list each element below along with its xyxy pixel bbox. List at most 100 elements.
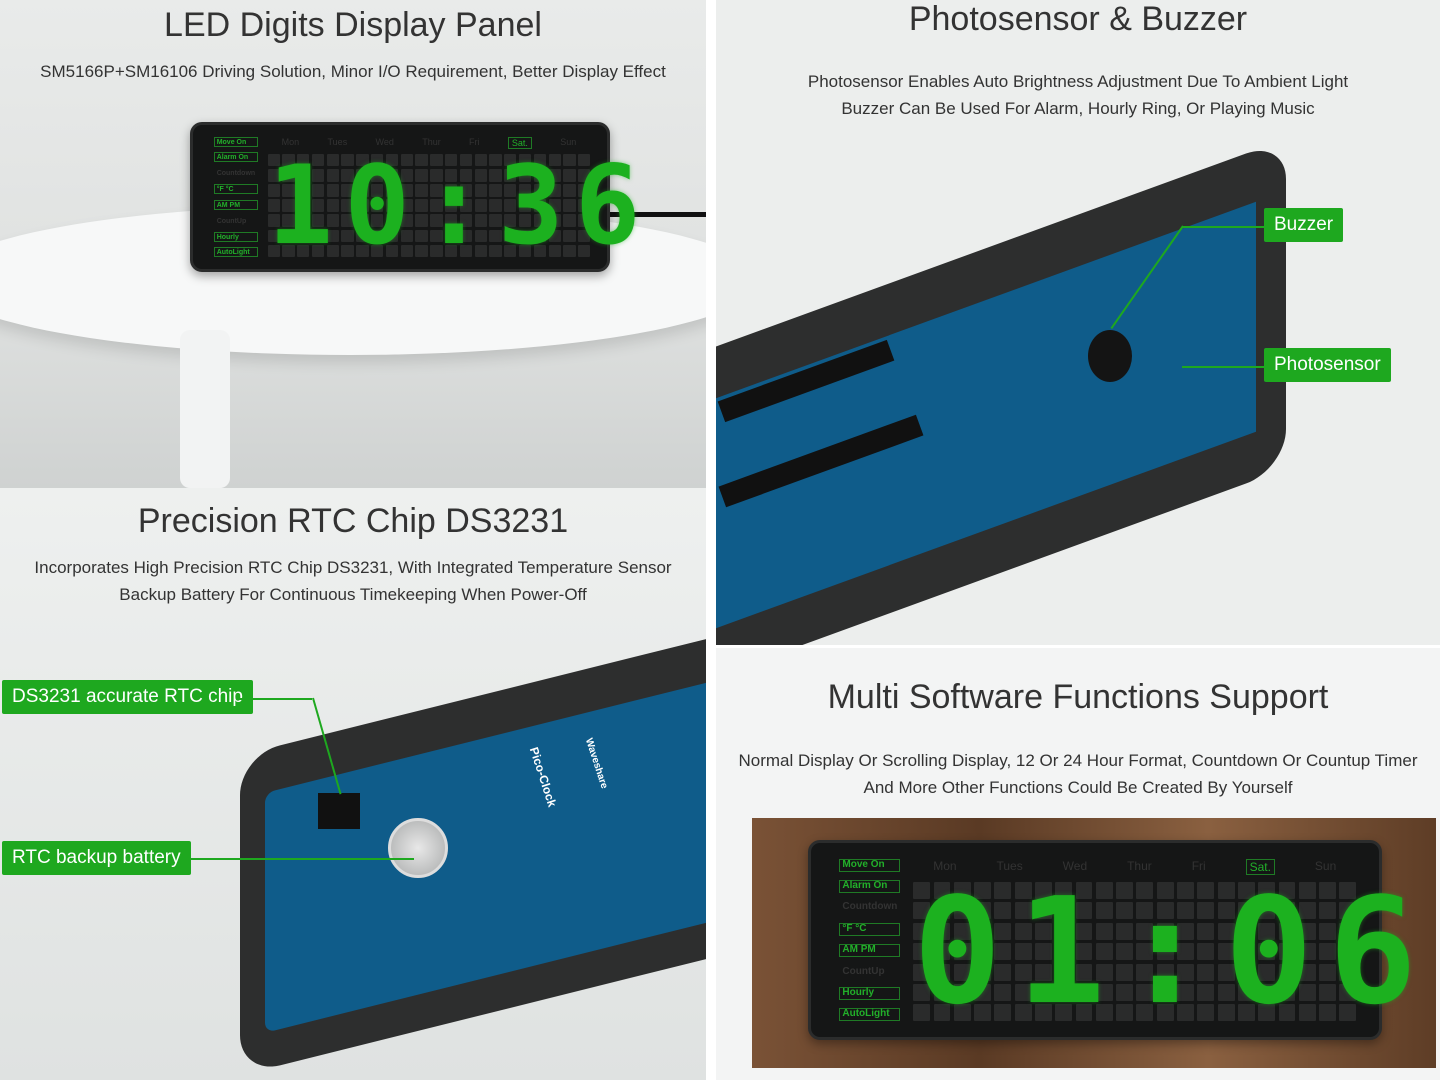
led-dot <box>326 153 339 167</box>
led-dot <box>489 214 502 228</box>
led-dot <box>1116 983 1134 1002</box>
led-dot <box>282 168 295 182</box>
led-dot <box>415 244 428 258</box>
led-dot <box>1034 922 1052 940</box>
led-dot <box>518 153 532 167</box>
led-dot <box>1258 1004 1276 1022</box>
led-dot <box>267 184 280 197</box>
led-dot <box>341 214 354 228</box>
led-dot <box>459 229 473 243</box>
led-dot <box>400 199 413 212</box>
callout-photosensor: Photosensor <box>1264 348 1391 382</box>
led-dot <box>311 244 325 258</box>
status-label: Move On <box>213 136 259 147</box>
led-dot <box>1075 963 1093 981</box>
led-dot <box>563 168 576 182</box>
led-dot <box>1217 983 1235 1002</box>
panel-title: Photosensor & Buzzer <box>908 0 1248 38</box>
led-dot <box>474 244 487 258</box>
led-dot <box>1237 902 1255 920</box>
led-dot <box>1319 881 1336 899</box>
led-dot <box>1197 943 1215 961</box>
led-dot <box>1095 943 1113 961</box>
led-dot <box>326 199 339 212</box>
led-dot <box>341 229 354 243</box>
status-label: CountUp <box>216 217 247 225</box>
led-dot <box>974 963 991 981</box>
led-dot <box>311 153 325 167</box>
led-dot <box>1177 943 1194 961</box>
software-panel: Multi Software Functions Support Normal … <box>716 648 1440 1080</box>
led-dot <box>1034 963 1052 981</box>
led-dot <box>400 153 413 167</box>
led-dot <box>1177 963 1194 981</box>
led-dot <box>444 214 458 228</box>
led-dot <box>1075 983 1093 1002</box>
led-dot <box>933 881 951 899</box>
led-dot <box>1319 983 1336 1002</box>
rtc-chip <box>318 793 360 829</box>
led-dot <box>415 229 428 243</box>
led-dot <box>1034 1004 1052 1022</box>
led-dot <box>533 229 547 243</box>
status-label: AM PM <box>839 944 901 958</box>
led-dot <box>1298 922 1316 940</box>
led-dot <box>474 153 487 167</box>
led-dot <box>1156 881 1174 899</box>
led-dot <box>297 168 310 182</box>
callout-buzzer: Buzzer <box>1264 208 1344 242</box>
led-dot <box>1075 902 1093 920</box>
led-dot <box>459 214 473 228</box>
weekday-label: Mon <box>281 136 300 147</box>
led-dot <box>1319 902 1336 920</box>
panel-title: Precision RTC Chip DS3231 <box>137 502 569 540</box>
weekday-label: Wed <box>375 136 394 147</box>
led-dot <box>341 244 354 258</box>
led-dot <box>1278 1004 1296 1022</box>
weekday-label: Mon <box>933 858 957 873</box>
led-dot <box>267 153 280 167</box>
led-dot <box>415 184 428 197</box>
led-dot <box>459 199 473 212</box>
led-dot <box>933 1004 951 1022</box>
led-dot <box>1014 1004 1032 1022</box>
weekday-label: Fri <box>469 136 480 147</box>
led-dot <box>1095 922 1113 940</box>
led-dot <box>1075 922 1093 940</box>
led-dot <box>444 153 458 167</box>
led-dot <box>385 229 399 243</box>
led-dot <box>1136 922 1154 940</box>
led-dot <box>459 244 473 258</box>
led-dot <box>1095 881 1113 899</box>
led-dot <box>385 184 399 197</box>
led-dot <box>297 184 310 197</box>
status-label: Alarm On <box>213 152 259 163</box>
led-dot <box>1034 881 1052 899</box>
panel-subtitle-2: And More Other Functions Could Be Create… <box>863 778 1293 797</box>
led-dot <box>415 199 428 212</box>
led-dot <box>356 184 369 197</box>
led-dot <box>297 229 310 243</box>
led-dot <box>518 168 532 182</box>
led-dot <box>1339 983 1357 1002</box>
led-dot <box>518 244 532 258</box>
led-dot <box>518 199 532 212</box>
led-dot <box>1319 922 1336 940</box>
led-dot <box>1177 983 1194 1002</box>
led-dot <box>1217 963 1235 981</box>
led-dot <box>974 902 991 920</box>
led-dot <box>548 229 561 243</box>
led-dot <box>415 214 428 228</box>
led-dot <box>504 199 517 212</box>
led-dot <box>1339 922 1357 940</box>
led-dot <box>994 922 1012 940</box>
status-label: Countdown <box>216 170 256 178</box>
led-dot <box>356 229 369 243</box>
led-dot <box>1278 983 1296 1002</box>
led-dot <box>1136 902 1154 920</box>
led-dot <box>311 168 325 182</box>
led-dot <box>1014 902 1032 920</box>
led-dot <box>913 902 931 920</box>
led-dot <box>548 214 561 228</box>
